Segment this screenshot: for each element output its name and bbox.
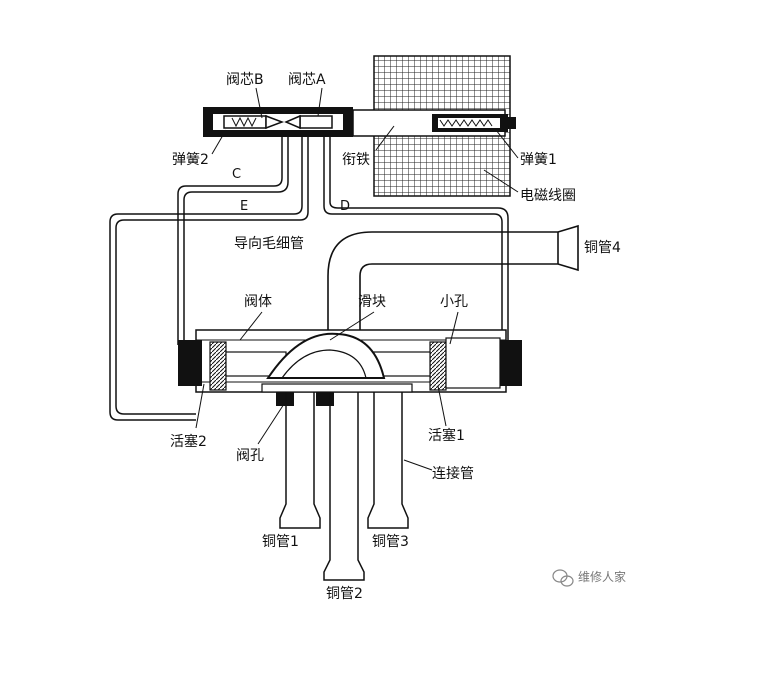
label-c: C — [232, 167, 241, 182]
capillary-e — [109, 137, 309, 421]
main-valve-body — [178, 329, 522, 406]
label-copper-pipe-2: 铜管2 — [326, 586, 363, 602]
capillary-c — [177, 137, 289, 345]
label-small-hole: 小孔 — [440, 294, 468, 310]
label-e: E — [240, 199, 248, 214]
watermark-text: 维修人家 — [578, 569, 626, 584]
label-slider: 滑块 — [358, 293, 386, 310]
label-connecting-pipe: 连接管 — [432, 465, 474, 482]
wechat-icon — [552, 569, 574, 587]
label-piston-2: 活塞2 — [170, 433, 207, 450]
label-copper-pipe-4: 铜管4 — [584, 240, 621, 256]
leader-lines — [195, 87, 519, 471]
copper-pipe-3 — [367, 392, 409, 529]
watermark: 维修人家 — [552, 569, 626, 587]
capillary-d — [323, 137, 509, 340]
label-pilot-capillary: 导向毛细管 — [234, 236, 304, 252]
pilot-valve — [203, 107, 516, 137]
label-valve-core-a: 阀芯A — [288, 72, 326, 88]
label-valve-body: 阀体 — [244, 294, 272, 310]
label-copper-pipe-1: 铜管1 — [262, 534, 299, 550]
label-valve-hole: 阀孔 — [236, 448, 264, 464]
copper-pipe-1 — [279, 392, 321, 529]
label-coil: 电磁线圈 — [520, 188, 576, 204]
label-valve-core-b: 阀芯B — [226, 72, 264, 88]
copper-pipe-4 — [327, 224, 579, 338]
label-d: D — [340, 199, 350, 214]
label-armature: 衔铁 — [342, 152, 370, 168]
label-spring-2: 弹簧2 — [172, 152, 209, 168]
label-spring-1: 弹簧1 — [520, 152, 557, 168]
label-copper-pipe-3: 铜管3 — [372, 534, 409, 550]
copper-pipe-2 — [323, 392, 365, 581]
label-piston-1: 活塞1 — [428, 427, 465, 444]
